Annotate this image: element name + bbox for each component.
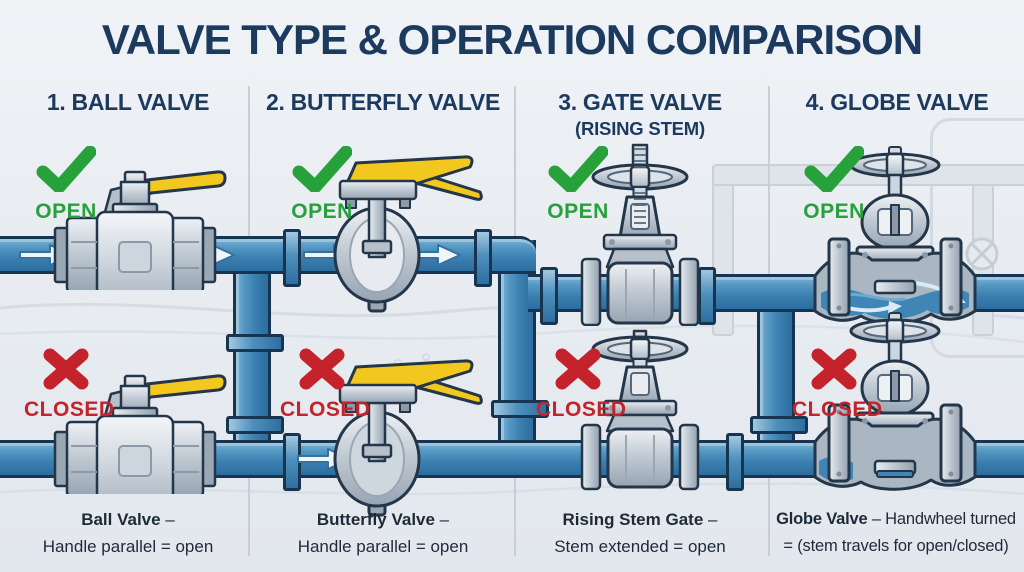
open-label: OPEN (547, 200, 609, 223)
check-icon (548, 145, 609, 194)
globe-valve-open-badge: OPEN (792, 145, 876, 224)
header-ball-valve: 1. BALL VALVE (46, 89, 210, 115)
header-globe-valve: 4. GLOBE VALVE (805, 89, 989, 115)
globe-valve-open-illustration (813, 146, 977, 325)
ball-valve-closed-badge: CLOSED (24, 348, 115, 422)
x-icon (811, 348, 857, 390)
ball-valve-open-illustration (53, 170, 227, 290)
header-gate-valve-subtitle: (RISING STEM) (575, 118, 705, 139)
pipe-coupling (283, 229, 301, 287)
pipe-vertical-connector-1 (233, 240, 271, 474)
check-icon (292, 145, 353, 194)
caption-butterfly-valve: Butterfly Valve – Handle parallel = open (297, 510, 469, 556)
caption-ball-valve: Ball Valve – Handle parallel = open (42, 510, 214, 556)
pipe-coupling (226, 334, 284, 352)
caption-globe-valve: Globe Valve – Handwheel turned = (stem t… (776, 510, 1016, 555)
ball-valve-open-badge: OPEN (24, 145, 108, 224)
closed-label: CLOSED (536, 398, 627, 421)
x-icon (555, 348, 601, 390)
gate-valve-closed-illustration (580, 329, 700, 491)
x-icon (299, 348, 345, 390)
x-icon (43, 348, 89, 390)
pipe-coupling (491, 400, 549, 418)
pipe-vertical-connector-2 (498, 240, 536, 474)
header-gate-valve: 3. GATE VALVE(RISING STEM) (558, 89, 722, 140)
closed-label: CLOSED (24, 398, 115, 421)
background-handwheel-icon (965, 237, 999, 271)
header-butterfly-valve: 2. BUTTERFLY VALVE (265, 89, 500, 115)
caption-gate-valve: Rising Stem Gate – Stem extended = open (554, 510, 726, 556)
gate-valve-closed-badge: CLOSED (536, 348, 627, 422)
butterfly-valve-open-illustration (333, 155, 483, 313)
open-label: OPEN (291, 200, 353, 223)
check-icon (36, 145, 97, 194)
page-title: VALVE TYPE & OPERATION COMPARISON (101, 16, 923, 63)
open-label: OPEN (803, 200, 865, 223)
background-panel-outline (930, 118, 1024, 358)
gate-valve-open-illustration (580, 143, 700, 326)
butterfly-valve-closed-badge: CLOSED (280, 348, 371, 422)
pipe-coupling (726, 433, 744, 491)
closed-label: CLOSED (792, 398, 883, 421)
ball-valve-closed-illustration (53, 374, 227, 494)
pipe-coupling (474, 229, 492, 287)
check-icon (804, 145, 865, 194)
globe-valve-closed-badge: CLOSED (792, 348, 883, 422)
globe-valve-closed-illustration (813, 312, 977, 491)
open-label: OPEN (35, 200, 97, 223)
pipe-coupling (540, 267, 558, 325)
butterfly-valve-closed-illustration (333, 359, 483, 517)
butterfly-valve-open-badge: OPEN (280, 145, 364, 224)
pipe-coupling (750, 416, 808, 434)
pipe-coupling (698, 267, 716, 325)
pipe-coupling (226, 416, 284, 434)
closed-label: CLOSED (280, 398, 371, 421)
gate-valve-open-badge: OPEN (536, 145, 620, 224)
